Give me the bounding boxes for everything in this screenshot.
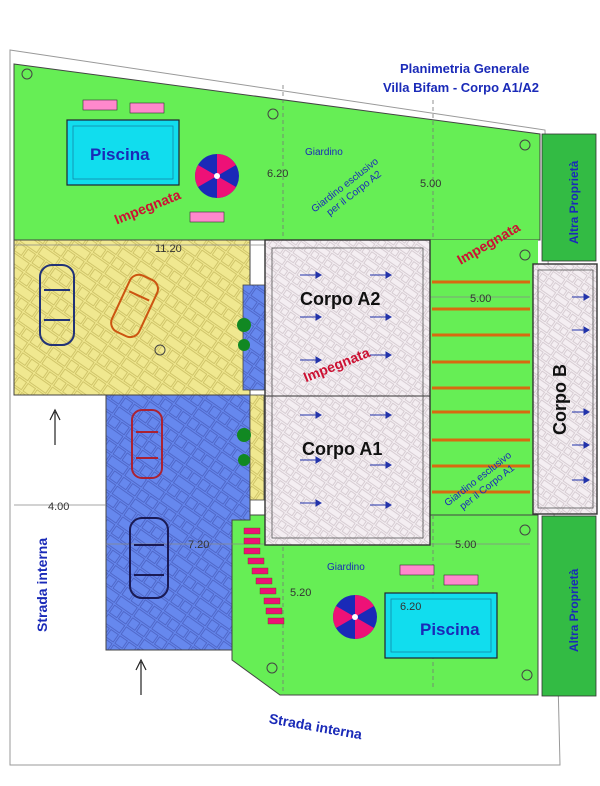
access-arrow-bottom — [135, 658, 147, 695]
paving-blue-strip — [242, 284, 266, 391]
dimension-labels: 6.20 5.00 11.20 5.00 4.00 7.20 5.00 5.20… — [48, 168, 491, 613]
strada-interna-bottom-label: Strada interna — [268, 710, 364, 742]
plant-icons — [237, 318, 251, 466]
strada-interna-left-label: Strada interna — [34, 538, 50, 632]
title-line-2: Villa Bifam - Corpo A1/A2 — [383, 80, 539, 95]
dim-500-bottom: 5.00 — [455, 539, 476, 551]
property-outline — [9, 49, 561, 766]
car-dark-top — [39, 264, 75, 346]
pool-top — [66, 119, 180, 186]
dim-400: 4.00 — [48, 501, 69, 513]
building-arrows — [300, 271, 392, 509]
planters-round — [21, 68, 533, 681]
plan-title: Planimetria Generale Villa Bifam - Corpo… — [383, 61, 539, 95]
access-arrow-left — [49, 408, 61, 445]
altra-proprieta-top-block — [541, 133, 597, 262]
building-b-label: Corpo B — [550, 364, 570, 435]
dim-520: 5.20 — [290, 587, 311, 599]
altra-proprieta-top-label: Altra Proprietà — [567, 160, 581, 244]
pool-bottom-inner — [390, 598, 492, 653]
altra-proprieta-bottom-block — [541, 515, 597, 697]
building-corpo-b — [532, 263, 598, 515]
dim-500-mid: 5.00 — [470, 293, 491, 305]
pool-bottom — [384, 592, 498, 659]
building-a1-label: Corpo A1 — [302, 439, 382, 459]
corpo-b-inner-frame — [537, 269, 594, 509]
giardino-bottom-label: Giardino — [327, 562, 365, 573]
garden-right-strip — [430, 240, 538, 515]
umbrella-bottom — [333, 595, 377, 639]
car-orange — [110, 273, 159, 339]
car-red — [131, 409, 163, 479]
car-dark-bottom — [129, 517, 169, 599]
building-inner-frame — [271, 247, 424, 539]
dim-620-bottom: 6.20 — [400, 601, 421, 613]
dim-500-top: 5.00 — [420, 178, 441, 190]
title-line-1: Planimetria Generale — [400, 61, 529, 76]
giardino-top-label: Giardino — [305, 147, 343, 158]
paving-blue — [105, 394, 251, 651]
paving-yellow — [13, 239, 251, 396]
altra-proprieta-bottom-label: Altra Proprietà — [567, 568, 581, 652]
paving-yellow-strip — [249, 394, 265, 501]
pool-bottom-label: Piscina — [420, 620, 480, 639]
pool-top-label: Piscina — [90, 145, 150, 164]
deck-boards — [243, 527, 285, 625]
dim-620-top: 6.20 — [267, 168, 288, 180]
dim-720: 7.20 — [188, 539, 209, 551]
sun-loungers — [82, 99, 479, 586]
pool-top-inner — [72, 125, 174, 180]
building-corpo-a — [264, 239, 431, 546]
dim-1120: 11.20 — [155, 243, 182, 255]
corpo-b-arrows — [572, 293, 590, 484]
pergola-beams — [432, 280, 530, 494]
umbrella-top — [195, 154, 239, 198]
building-a2-label: Corpo A2 — [300, 289, 380, 309]
